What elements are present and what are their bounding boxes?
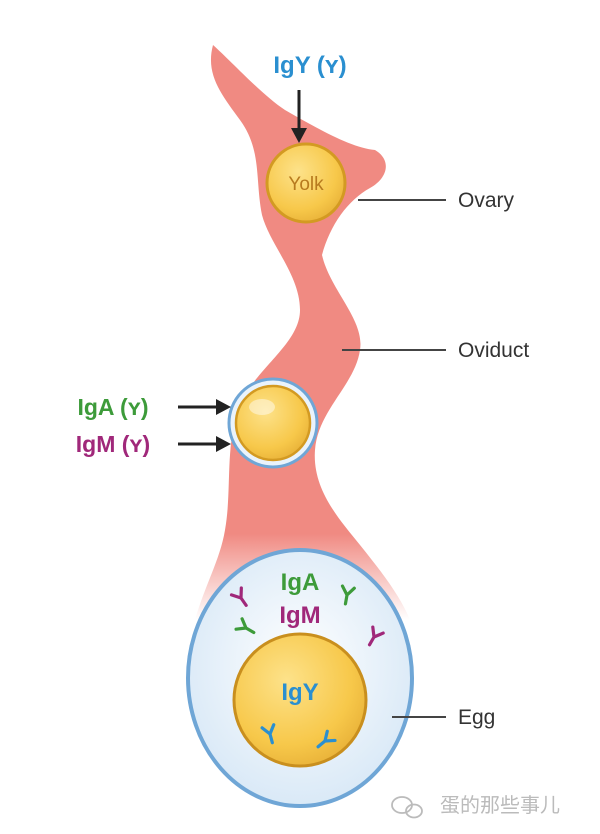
oviduct-label: Oviduct: [458, 339, 529, 362]
igm-arrow-head: [216, 436, 231, 452]
iga-arrow-head: [216, 399, 231, 415]
iga-side-label: IgA (ʏ): [77, 394, 148, 420]
antibody-igm-icon: [229, 586, 248, 607]
oviduct-yolk: [234, 384, 312, 462]
iga-egg-label: IgA: [281, 569, 320, 596]
igy-arrow-head: [291, 128, 307, 143]
antibody-iga-icon: [234, 617, 256, 635]
ovary-label: Ovary: [458, 189, 515, 212]
wechat-icon: [391, 796, 423, 819]
igm-egg-label: IgM: [279, 602, 320, 629]
antibody-igy-icon: [260, 723, 276, 745]
yolk-label: Yolk: [288, 174, 324, 195]
antibody-igy-icon: [316, 729, 337, 749]
antibody-igm-icon: [367, 625, 385, 647]
oviduct-tissue: [195, 45, 410, 620]
ovary-yolk: [265, 142, 347, 224]
antibody-iga-icon: [340, 584, 356, 606]
yolk-highlight: [249, 399, 275, 415]
igy-top-label: IgY (ʏ): [273, 52, 346, 79]
igy-egg-label: IgY: [281, 679, 318, 706]
igm-side-label: IgM (ʏ): [76, 431, 150, 457]
watermark-text: 蛋的那些事儿: [440, 794, 560, 817]
egg-label: Egg: [458, 706, 495, 729]
